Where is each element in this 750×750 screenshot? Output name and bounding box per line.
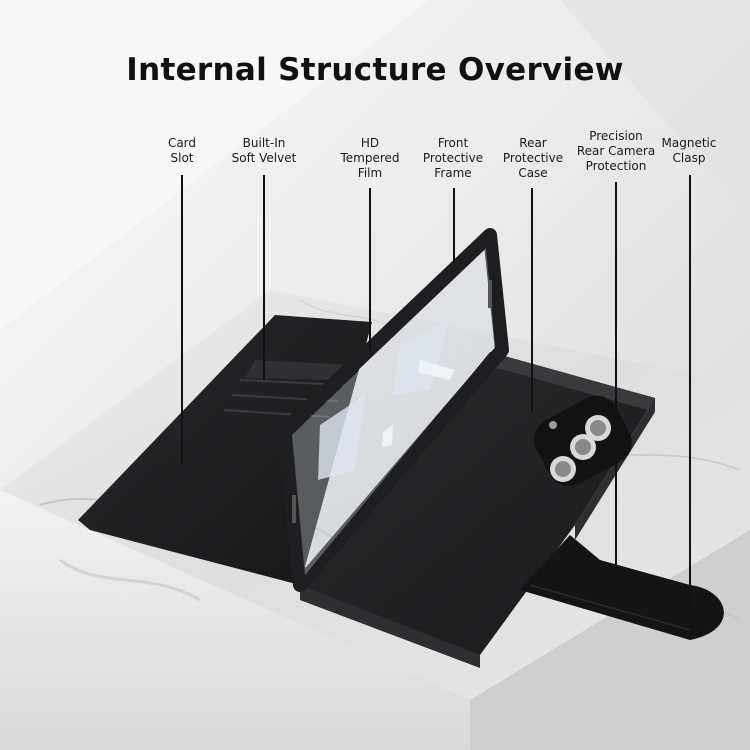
leader-line-soft-velvet bbox=[263, 175, 265, 380]
magnetic-clasp-strap bbox=[520, 535, 724, 640]
leader-line-rear-case bbox=[531, 188, 533, 412]
front-frame bbox=[278, 228, 509, 592]
leader-line-tempered-film bbox=[369, 188, 371, 350]
leader-line-card-slot bbox=[181, 175, 183, 465]
leader-line-camera-protection bbox=[615, 182, 617, 598]
page-title: Internal Structure Overview bbox=[126, 52, 624, 88]
leader-line-magnetic-clasp bbox=[689, 175, 691, 610]
leader-line-front-frame bbox=[453, 188, 455, 264]
